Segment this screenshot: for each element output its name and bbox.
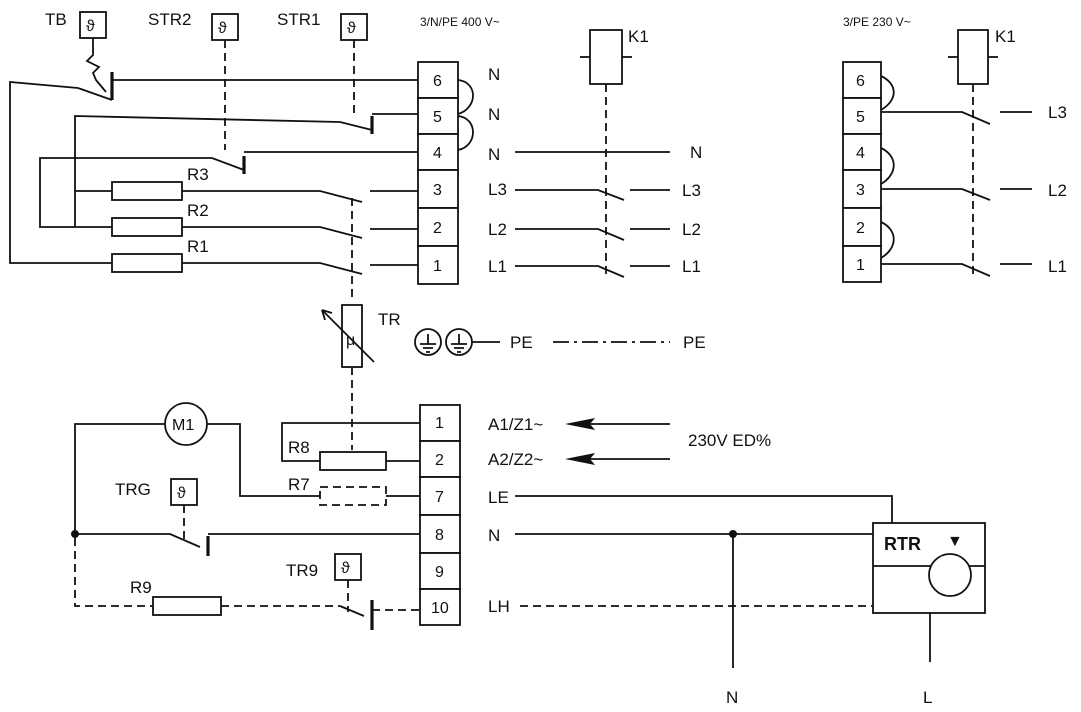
rtr-controller: RTR ▼ [872, 522, 986, 614]
left-terminal-label: N [488, 105, 500, 124]
control-terminal-label: N [488, 526, 500, 545]
left-terminal-label: N [488, 145, 500, 164]
left-output-wiring: N L3 L2 L1 [515, 143, 702, 278]
left-output-label: L1 [682, 257, 701, 276]
left-output-label: L3 [682, 181, 701, 200]
k1-right: K1 [948, 27, 1016, 275]
left-internal-wiring: R3 R2 R1 [9, 72, 418, 302]
r1-label: R1 [187, 237, 209, 256]
bottom-l-label: L [923, 688, 932, 707]
right-output-label: L3 [1048, 103, 1067, 122]
left-terminal-label: L3 [488, 180, 507, 199]
control-right-wiring: N L [515, 495, 932, 707]
control-terminal-label: LE [488, 488, 509, 507]
tr9-theta-icon: ϑ [341, 560, 350, 577]
str2-label: STR2 [148, 10, 191, 29]
r7-label: R7 [288, 475, 310, 494]
tr-mu-symbol: μ [346, 332, 355, 349]
tb-theta-icon: ϑ [86, 18, 95, 35]
k1-left-label: K1 [628, 27, 649, 46]
control-terminal-number: 10 [431, 600, 449, 617]
control-inputs: 230V ED% [565, 418, 771, 465]
control-terminal-label: A2/Z2~ [488, 450, 543, 469]
pe-left-label: PE [510, 333, 533, 352]
control-terminal-label: A1/Z1~ [488, 415, 543, 434]
r9-label: R9 [130, 578, 152, 597]
bottom-n-label: N [726, 688, 738, 707]
left-terminal-block: 6 5 4 3 2 1 N N N L3 L2 L1 [417, 61, 507, 285]
right-terminal-block: 6 5 4 3 2 1 [842, 61, 895, 283]
right-terminal-number: 6 [856, 73, 865, 90]
supply-label-right: 3/PE 230 V~ [843, 15, 911, 29]
pe-connection: PE PE [414, 328, 706, 356]
trg-label: TRG [115, 480, 151, 499]
control-terminal-number: 7 [435, 489, 444, 506]
left-terminal-number: 4 [433, 145, 442, 162]
tr-label: TR [378, 310, 401, 329]
supply-label-left: 3/N/PE 400 V~ [420, 15, 500, 29]
left-terminal-number: 6 [433, 73, 442, 90]
thermostat-tb: TB ϑ [45, 10, 107, 93]
left-terminal-number: 5 [433, 109, 442, 126]
tr9-label: TR9 [286, 561, 318, 580]
trg-theta-icon: ϑ [177, 485, 186, 502]
left-terminal-number: 2 [433, 220, 442, 237]
right-terminal-number: 5 [856, 109, 865, 126]
left-terminal-number: 1 [433, 258, 442, 275]
left-terminal-number: 3 [433, 182, 442, 199]
control-terminal-number: 8 [435, 527, 444, 544]
control-terminal-number: 1 [435, 415, 444, 432]
left-terminal-label: N [488, 65, 500, 84]
right-output-wiring: L3 L2 L1 [881, 103, 1067, 277]
control-terminal-label: LH [488, 597, 510, 616]
thermostat-str1: STR1 ϑ [277, 10, 368, 118]
control-terminal-block: 1 2 7 8 9 10 A1/Z1~ A2/Z2~ LE N LH [419, 404, 543, 626]
thermostat-str2: STR2 ϑ [148, 10, 239, 150]
control-left-wiring: R8 R7 M1 TRG ϑ R9 TR9 ϑ [71, 402, 420, 630]
left-terminal-label: L1 [488, 257, 507, 276]
pe-right-label: PE [683, 333, 706, 352]
left-output-label: N [690, 143, 702, 162]
r2-label: R2 [187, 201, 209, 220]
r3-label: R3 [187, 165, 209, 184]
k1-left: K1 [580, 27, 649, 275]
control-terminal-number: 9 [435, 564, 444, 581]
left-terminal-label: L2 [488, 220, 507, 239]
k1-right-label: K1 [995, 27, 1016, 46]
right-terminal-number: 4 [856, 145, 865, 162]
transformer-tr: μ TR [321, 304, 401, 450]
right-terminal-number: 3 [856, 182, 865, 199]
right-output-label: L1 [1048, 257, 1067, 276]
rtr-marker-icon: ▼ [947, 533, 963, 550]
motor-label: M1 [172, 417, 194, 434]
str2-theta-icon: ϑ [218, 20, 227, 37]
r8-label: R8 [288, 438, 310, 457]
tb-label: TB [45, 10, 67, 29]
rtr-label: RTR [884, 534, 921, 554]
right-output-label: L2 [1048, 181, 1067, 200]
str1-theta-icon: ϑ [347, 20, 356, 37]
str1-label: STR1 [277, 10, 320, 29]
duty-cycle-note: 230V ED% [688, 431, 771, 450]
right-terminal-number: 1 [856, 257, 865, 274]
control-terminal-number: 2 [435, 452, 444, 469]
left-output-label: L2 [682, 220, 701, 239]
right-terminal-number: 2 [856, 220, 865, 237]
